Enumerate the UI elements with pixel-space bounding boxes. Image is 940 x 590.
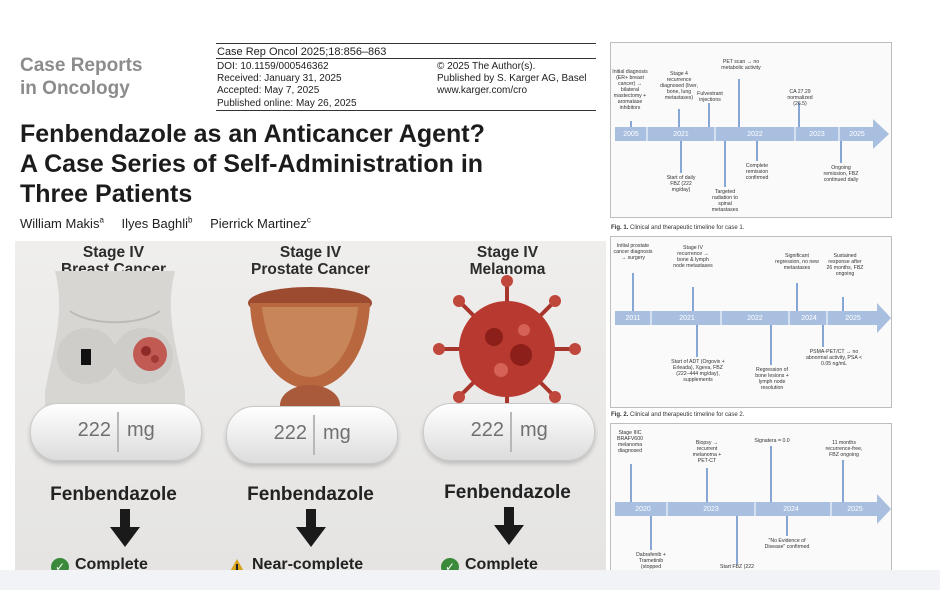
year-label: 2023 — [703, 506, 719, 513]
timeline-figure-3: 2020 2023 2024 2025 Stage IIIC BRAFV600 … — [610, 423, 892, 571]
article-meta-left: DOI: 10.1159/000546362 Received: January… — [217, 61, 357, 110]
author[interactable]: Pierrick Martinezc — [210, 216, 311, 232]
journal-name-line2: in Oncology — [20, 78, 130, 99]
event-label: Start of daily FBZ (222 mg/day) — [666, 175, 696, 193]
published-date: Published online: May 26, 2025 — [217, 97, 357, 109]
title-line3: Three Patients — [20, 180, 193, 208]
title-line2: A Case Series of Self-Administration in — [20, 150, 484, 178]
journal-name-line1: Case Reports — [20, 55, 143, 76]
top-rule — [216, 43, 596, 44]
event-label: "No Evidence of Disease" confirmed — [764, 538, 810, 550]
event-label: Complete remission confirmed — [745, 163, 769, 181]
event-label: Start of ADT (Orgovix + Erleada), Xgeva,… — [671, 359, 725, 383]
year-label: 2025 — [849, 131, 865, 138]
event-label: Stage IIIC BRAFV600 melanoma diagnosed — [617, 430, 643, 454]
year-label: 2021 — [673, 131, 689, 138]
event-label: PET scan → no metabolic activity — [721, 59, 761, 71]
doi[interactable]: DOI: 10.1159/000546362 — [217, 61, 329, 72]
event-label: PSMA-PET/CT → no abnormal activity, PSA … — [806, 349, 862, 367]
journal-name: Case Reports in Oncology — [20, 54, 210, 100]
outcome-label: Complete — [465, 556, 538, 570]
timeline-graphic — [615, 273, 891, 365]
author-list: William Makisa Ilyes Baghlib Pierrick Ma… — [20, 216, 325, 231]
timeline-graphic — [615, 79, 889, 187]
pill-icon: 222 mg — [423, 403, 595, 461]
citation-rule — [216, 58, 596, 59]
year-label: 2025 — [845, 315, 861, 322]
year-label: 2023 — [809, 131, 825, 138]
event-label: Initial prostate cancer diagnosis → surg… — [613, 243, 653, 261]
pill-icon: 222 mg — [30, 403, 202, 461]
year-label: 2020 — [635, 506, 651, 513]
torso-illustration — [45, 271, 185, 441]
copyright: © 2025 The Author(s). — [437, 61, 536, 72]
event-label: Ongoing remission, FBZ continued daily — [823, 165, 859, 183]
event-label: Start FBZ (222 — [719, 564, 755, 570]
article-meta-right: © 2025 The Author(s). Published by S. Ka… — [437, 61, 587, 98]
year-label: 2022 — [747, 131, 763, 138]
year-label: 2021 — [679, 315, 695, 322]
year-label: 2024 — [783, 506, 799, 513]
down-arrow-icon — [296, 509, 326, 547]
event-label: Signatera = 0.0 — [754, 438, 790, 444]
event-label: Dabrafenib + Trametinib (stopped — [636, 552, 666, 570]
year-label: 2022 — [747, 315, 763, 322]
accepted-date: Accepted: May 7, 2025 — [217, 85, 320, 97]
timeline-figure-2: 2011 2021 2022 2024 2025 Initial prostat… — [610, 236, 892, 408]
outcome-label: Near-complete — [252, 556, 364, 570]
timeline-graphic — [615, 446, 891, 564]
event-label: Initial diagnosis (ER+ breast cancer) → … — [612, 69, 648, 111]
title-line1: Fenbendazole as an Anticancer Agent? — [20, 120, 485, 148]
drug-label: Fenbendazole — [444, 482, 571, 503]
down-arrow-icon — [494, 507, 524, 545]
citation: Case Rep Oncol 2025;18:856–863 — [217, 46, 387, 58]
author[interactable]: William Makisa — [20, 216, 104, 232]
event-label: Fulvestrant injections — [697, 91, 723, 103]
event-label: Targeted radiation to spinal metastases — [711, 189, 739, 213]
bottom-bar — [0, 570, 940, 590]
event-label: Regression of bone lesions + lymph node … — [755, 367, 789, 391]
warning-icon — [230, 559, 244, 570]
drug-label: Fenbendazole — [247, 484, 374, 505]
event-label: Stage IV recurrence → bone & lymph node … — [673, 245, 713, 269]
year-label: 2024 — [801, 315, 817, 322]
author[interactable]: Ilyes Baghlib — [121, 216, 193, 232]
year-label: 2005 — [623, 131, 639, 138]
meta-rule — [216, 110, 596, 111]
figure-caption-1: Fig. 1. Clinical and therapeutic timelin… — [611, 225, 745, 231]
down-arrow-icon — [110, 509, 140, 547]
received-date: Received: January 31, 2025 — [217, 73, 342, 85]
publisher: Published by S. Karger AG, Basel — [437, 73, 587, 85]
melanoma-cell-illustration — [433, 275, 581, 423]
event-label: CA 27.29 normalized (26.5) — [787, 89, 813, 107]
event-label: Biopsy → recurrent melanoma + PET-CT — [692, 440, 722, 464]
check-icon: ✓ — [441, 558, 459, 570]
event-label: Significant regression, no new metastase… — [775, 253, 819, 271]
check-icon: ✓ — [51, 558, 69, 570]
figure-caption-2: Fig. 2. Clinical and therapeutic timelin… — [611, 412, 745, 418]
drug-label: Fenbendazole — [50, 484, 177, 505]
event-label: Sustained response after 26 months, FBZ … — [826, 253, 864, 277]
publisher-url[interactable]: www.karger.com/cro — [437, 85, 528, 97]
timeline-figure-1: 2005 2021 2022 2023 2025 Initial diagnos… — [610, 42, 892, 218]
year-label: 2011 — [625, 315, 641, 322]
pill-icon: 222 mg — [226, 406, 398, 464]
event-label: 11 months recurrence-free, FBZ ongoing — [825, 440, 863, 458]
article-title: Fenbendazole as an Anticancer Agent? A C… — [20, 119, 610, 209]
outcome-label: Complete — [75, 556, 148, 570]
year-label: 2025 — [847, 506, 863, 513]
event-label: Stage 4 recurrence diagnosed (liver, bon… — [660, 71, 698, 101]
